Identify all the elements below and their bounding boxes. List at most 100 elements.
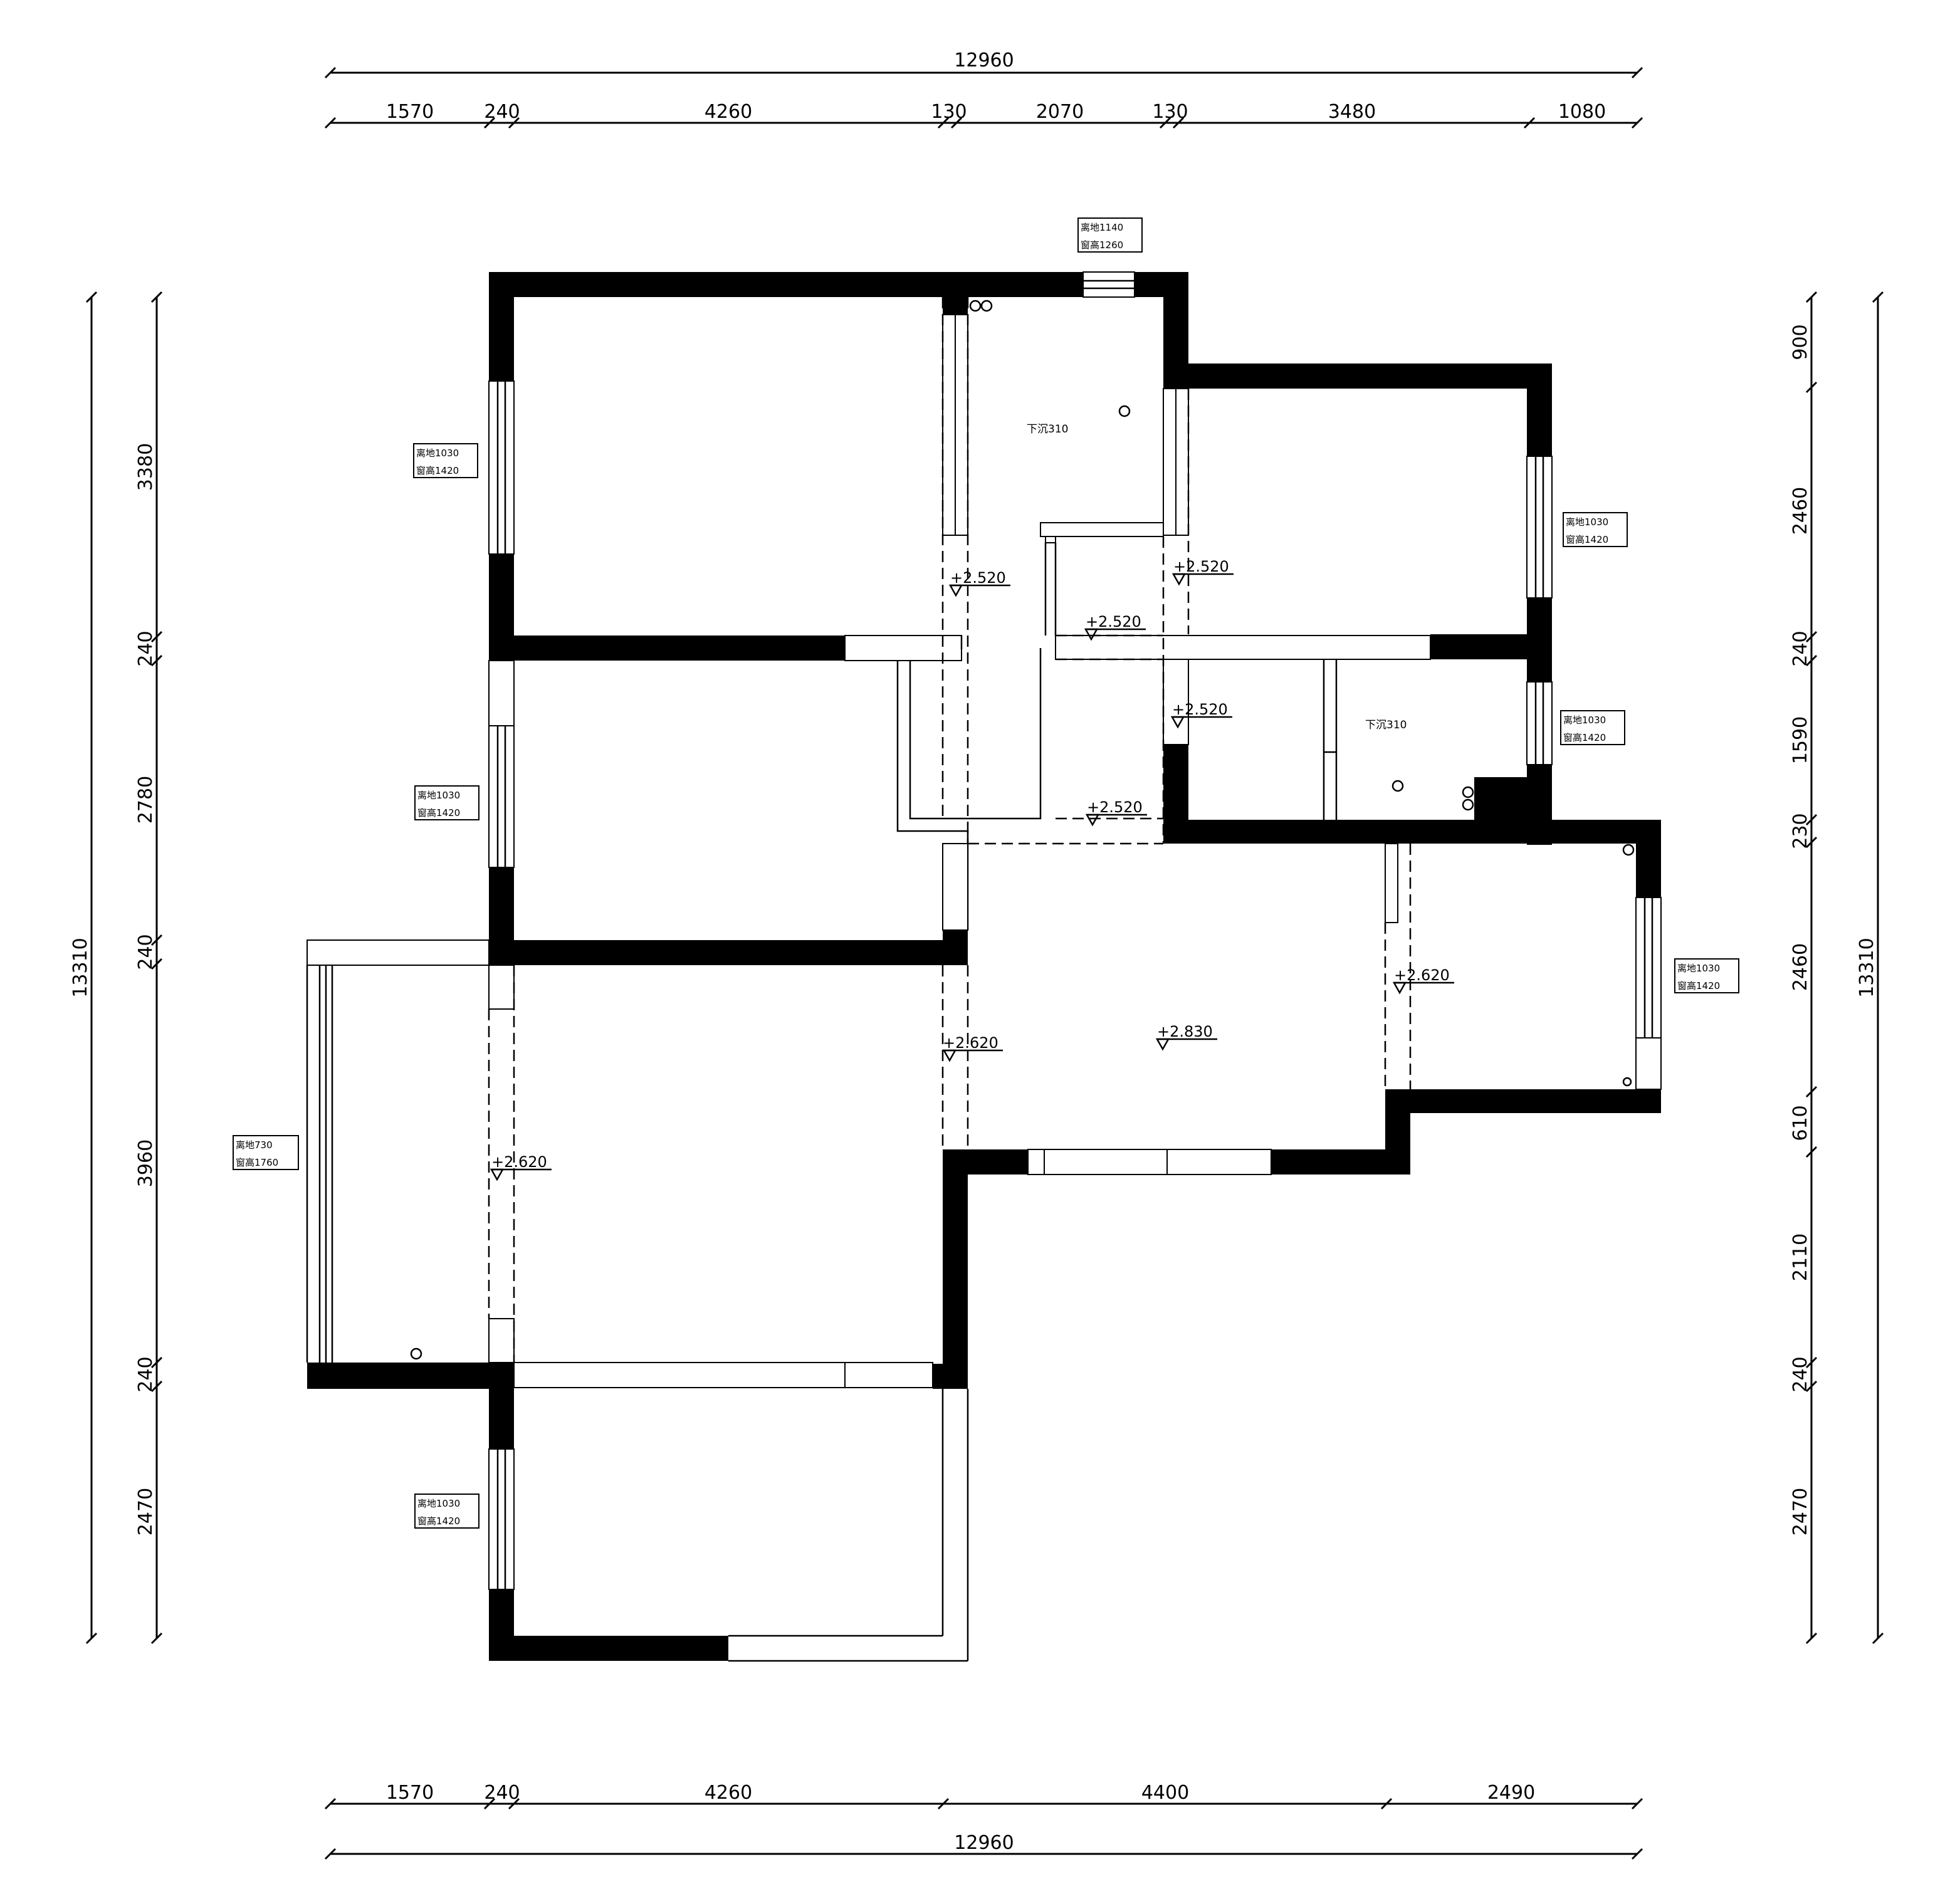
bottom-seg-4: 4400	[1141, 1782, 1189, 1804]
bottom-seg-3: 4260	[705, 1782, 752, 1804]
right-seg-1: 900	[1790, 324, 1811, 360]
window-note-line2: 窗高1420	[417, 807, 460, 819]
drain-icon	[969, 300, 982, 312]
top-overall-label: 12960	[954, 50, 1014, 71]
drain-icon	[1622, 1077, 1632, 1087]
left-overall-label: 13310	[70, 938, 92, 997]
level-triangle-icon	[942, 1049, 957, 1062]
level-label: +2.520	[950, 569, 1006, 587]
window-note-line1: 离地1030	[1566, 516, 1608, 528]
level-marker-corridor-bottom: +2.520	[1085, 798, 1147, 827]
left-seg-2: 240	[135, 630, 157, 666]
left-seg-7: 2470	[135, 1488, 157, 1536]
bottom-dimension-overall: 12960	[324, 1832, 1643, 1860]
level-marker-bedroom3: +2.620	[490, 1153, 552, 1181]
window-note-bedroom2: 离地1030 窗高1420	[414, 785, 480, 820]
window-note-bedroom1: 离地1030 窗高1420	[413, 443, 478, 478]
left-seg-5: 3960	[135, 1139, 157, 1187]
right-seg-3: 240	[1790, 630, 1811, 666]
thin-walls	[306, 314, 1431, 1662]
window-note-line1: 离地1030	[1563, 714, 1606, 726]
windows	[488, 271, 1662, 1590]
top-seg-4: 130	[931, 101, 967, 123]
top-seg-1: 1570	[386, 101, 434, 123]
left-dimension-overall: 13310	[70, 291, 98, 1645]
level-marker-living: +2.830	[1155, 1023, 1217, 1051]
top-dimension-overall: 12960	[324, 50, 1643, 79]
left-seg-1: 3380	[135, 443, 157, 491]
window-note-line1: 离地1140	[1081, 222, 1123, 233]
drain-icon	[980, 300, 993, 312]
level-triangle-icon	[1084, 628, 1099, 641]
level-label: +2.620	[491, 1153, 547, 1171]
room-note-sunken-bath1: 下沉310	[1027, 423, 1068, 436]
level-triangle-icon	[1155, 1038, 1170, 1051]
level-triangle-icon	[1085, 814, 1100, 827]
window-note-top: 离地1140 窗高1260	[1077, 217, 1143, 253]
window-note-upper-right: 离地1030 窗高1420	[1563, 512, 1628, 547]
window-note-far-right: 离地1030 窗高1420	[1674, 958, 1739, 993]
level-marker-kitchen: +2.520	[948, 569, 1010, 597]
room-note-sunken-bath2: 下沉310	[1365, 719, 1407, 731]
drain-icon	[1462, 798, 1474, 811]
drain-icon	[1462, 786, 1474, 798]
right-dimension-chain: 900 2460 240 1590 230 2460 610 2110 240 …	[1790, 291, 1818, 1645]
bottom-seg-5: 2490	[1487, 1782, 1535, 1804]
bottom-seg-2: 240	[484, 1782, 520, 1804]
window-note-line2: 窗高1420	[1563, 732, 1606, 743]
level-label: +2.620	[943, 1034, 998, 1052]
level-triangle-icon	[1392, 981, 1407, 995]
level-triangle-icon	[1171, 573, 1187, 586]
top-seg-5: 2070	[1036, 101, 1084, 123]
window-note-line1: 离地1030	[417, 790, 460, 801]
top-seg-6: 130	[1152, 101, 1188, 123]
beam-lines	[488, 297, 1412, 1363]
window-note-line2: 窗高1420	[416, 465, 459, 476]
drain-icon	[410, 1347, 422, 1360]
top-seg-2: 240	[484, 101, 520, 123]
level-label: +2.520	[1086, 613, 1141, 630]
right-seg-4: 1590	[1790, 716, 1811, 764]
window-note-line1: 离地1030	[416, 447, 459, 459]
walls	[307, 272, 1661, 1661]
window-note-line2: 窗高1420	[1677, 980, 1720, 991]
window-note-line1: 离地730	[236, 1139, 273, 1151]
top-seg-7: 3480	[1328, 101, 1376, 123]
window-note-line2: 窗高1260	[1081, 239, 1123, 251]
window-note-line1: 离地1030	[1677, 963, 1720, 974]
level-marker-bath1-right: +2.520	[1171, 558, 1234, 586]
left-seg-6: 240	[135, 1356, 157, 1392]
right-seg-9: 240	[1790, 1356, 1811, 1392]
level-label: +2.520	[1087, 798, 1143, 816]
left-dimension-chain: 3380 240 2780 240 3960 240 2470	[135, 291, 163, 1645]
right-overall-label: 13310	[1856, 938, 1878, 997]
window-note-bedroom4: 离地1030 窗高1420	[414, 1494, 480, 1529]
level-label: +2.830	[1157, 1023, 1213, 1040]
top-seg-3: 4260	[705, 101, 752, 123]
level-label: +2.620	[1394, 966, 1450, 984]
level-marker-corridor-top: +2.520	[1084, 613, 1146, 641]
top-dimension-chain: 1570 240 4260 130 2070 130 3480 1080	[324, 101, 1643, 129]
level-triangle-icon	[490, 1168, 505, 1181]
bottom-seg-1: 1570	[386, 1782, 434, 1804]
level-label: +2.520	[1173, 558, 1229, 575]
right-seg-2: 2460	[1790, 487, 1811, 535]
right-seg-6: 2460	[1790, 943, 1811, 991]
top-seg-8: 1080	[1558, 101, 1606, 123]
window-note-line1: 离地1030	[417, 1498, 460, 1509]
bottom-dimension-chain: 1570 240 4260 4400 2490	[324, 1782, 1643, 1810]
window-note-balcony: 离地730 窗高1760	[233, 1135, 299, 1170]
right-seg-10: 2470	[1790, 1488, 1811, 1536]
window-note-line2: 窗高1420	[1566, 534, 1608, 545]
level-triangle-icon	[1170, 716, 1185, 729]
bottom-overall-label: 12960	[954, 1832, 1014, 1854]
fixtures	[410, 300, 1635, 1360]
left-seg-4: 240	[135, 934, 157, 970]
drain-icon	[1118, 405, 1131, 417]
right-dimension-overall: 13310	[1856, 291, 1884, 1645]
right-seg-7: 610	[1790, 1105, 1811, 1141]
window-note-line2: 窗高1420	[417, 1515, 460, 1527]
level-triangle-icon	[948, 584, 963, 597]
drain-icon	[1622, 844, 1635, 856]
